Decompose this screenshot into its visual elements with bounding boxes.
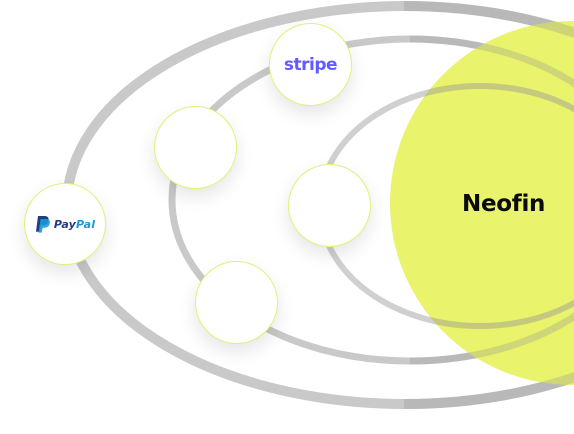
neofin-label: Neofin <box>462 191 546 217</box>
middle-orbit <box>168 35 574 365</box>
paypal-logo: PayPal <box>35 215 95 233</box>
paypal-icon <box>35 216 50 233</box>
neofin-circle <box>390 21 574 385</box>
stripe-node[interactable]: stripe <box>269 23 352 106</box>
paypal-word-pal: Pal <box>76 217 96 231</box>
paypal-node[interactable]: PayPal <box>24 183 106 265</box>
stripe-logo: stripe <box>283 54 338 75</box>
outer-orbit-overlay <box>403 0 574 410</box>
partner-node-empty[interactable] <box>154 106 237 189</box>
middle-orbit-overlay <box>409 35 574 365</box>
paypal-word-pay: Pay <box>53 217 77 231</box>
partner-node-empty[interactable] <box>195 261 278 344</box>
partner-node-empty[interactable] <box>288 164 371 247</box>
